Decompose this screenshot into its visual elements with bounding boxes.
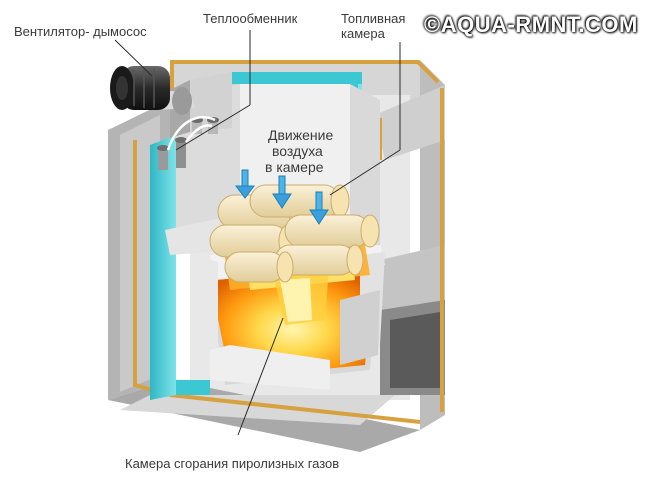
label-air-line1: Движение <box>268 127 334 143</box>
callout-lines <box>114 30 401 436</box>
log <box>224 251 294 283</box>
fuel-logs <box>209 184 380 283</box>
down-arrow-icon <box>235 169 255 199</box>
label-air-line3: в камере <box>265 159 324 175</box>
label-fuel-chamber-line2: камера <box>341 26 385 41</box>
label-fan: Вентилятор- дымосос <box>14 24 147 39</box>
fan-leader <box>114 39 153 77</box>
label-combustion-chamber: Камера сгорания пиролизных газов <box>125 456 340 471</box>
log <box>249 184 350 218</box>
log <box>284 214 380 248</box>
label-fuel-chamber-line1: Топливная <box>341 11 406 26</box>
air-flow-arrows <box>235 169 329 225</box>
combustion-leader <box>237 317 284 436</box>
fan-icon <box>110 66 195 115</box>
label-heat-exchanger: Теплообменник <box>203 11 298 26</box>
watermark: ©AQUA-RMNT.COM <box>424 12 638 37</box>
down-arrow-icon <box>309 191 329 225</box>
down-arrow-icon <box>272 175 292 209</box>
label-air-line2: воздуха <box>272 143 323 159</box>
